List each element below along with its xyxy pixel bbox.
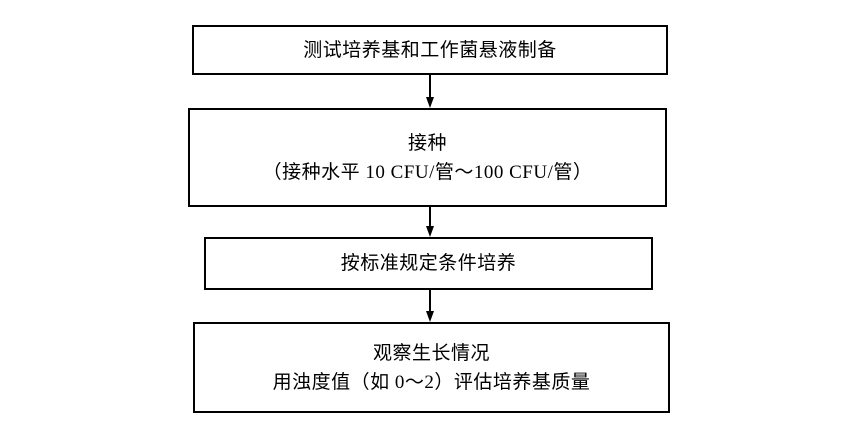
step-box-inoculation: 接种 （接种水平 10 CFU/管～100 CFU/管）	[188, 108, 667, 207]
flow-connector-1	[426, 75, 434, 108]
step-text: 测试培养基和工作菌悬液制备	[303, 39, 557, 61]
arrow-down-icon	[426, 97, 434, 108]
step-subtext: 用浊度值（如 0～2）评估培养基质量	[272, 371, 591, 393]
step-box-medium-preparation: 测试培养基和工作菌悬液制备	[192, 25, 668, 75]
arrow-shaft	[429, 75, 431, 97]
step-text: 接种	[407, 132, 447, 154]
step-text: 观察生长情况	[372, 342, 490, 364]
flow-connector-3	[426, 290, 434, 322]
step-box-growth-observation: 观察生长情况 用浊度值（如 0～2）评估培养基质量	[193, 322, 670, 413]
arrow-down-icon	[426, 226, 434, 237]
step-text: 按标准规定条件培养	[340, 253, 517, 274]
arrow-shaft	[429, 290, 431, 311]
arrow-shaft	[429, 207, 431, 226]
arrow-down-icon	[426, 311, 434, 322]
step-subtext: （接种水平 10 CFU/管～100 CFU/管）	[262, 161, 593, 183]
flow-connector-2	[426, 207, 434, 237]
step-box-incubation: 按标准规定条件培养	[204, 237, 653, 290]
